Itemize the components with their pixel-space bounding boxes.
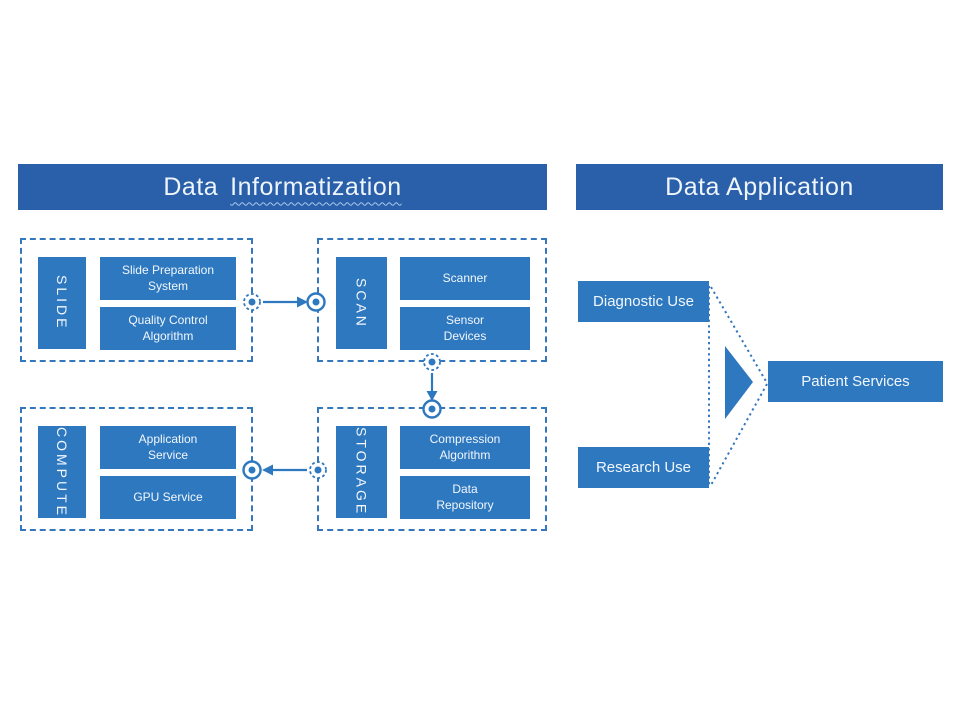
node-compression-algorithm: Compression Algorithm (400, 426, 530, 469)
arrow-down-icon (426, 391, 438, 401)
node-sensor-devices: Sensor Devices (400, 307, 530, 350)
group-slide: SLIDE Slide Preparation System Quality C… (20, 238, 253, 362)
group-scan-label: SCAN (336, 257, 387, 349)
arrow-right-icon (297, 296, 308, 308)
banner-data-informatization: Data Informatization (18, 164, 547, 210)
banner-data-application: Data Application (576, 164, 943, 210)
arrow-left-icon (262, 464, 273, 476)
node-slide-preparation-system: Slide Preparation System (100, 257, 236, 300)
group-scan: SCAN Scanner Sensor Devices (317, 238, 547, 362)
node-gpu-service: GPU Service (100, 476, 236, 519)
box-diagnostic-use: Diagnostic Use (578, 281, 709, 322)
connector-slide-to-scan (243, 292, 326, 312)
group-storage-label: STORAGE (336, 426, 387, 518)
flow-triangle-icon (725, 346, 753, 419)
group-storage: STORAGE Compression Algorithm Data Repos… (317, 407, 547, 531)
node-application-service: Application Service (100, 426, 236, 469)
banner-right-title: Data Application (665, 172, 854, 201)
dashed-merge-triangle (708, 286, 768, 486)
node-scanner: Scanner (400, 257, 530, 300)
box-research-use: Research Use (578, 447, 709, 488)
group-compute: COMPUTE Application Service GPU Service (20, 407, 253, 531)
box-patient-services: Patient Services (768, 361, 943, 402)
banner-left-word2: Informatization (230, 172, 402, 201)
node-data-repository: Data Repository (400, 476, 530, 519)
banner-left-word1: Data (163, 172, 219, 201)
group-slide-label: SLIDE (38, 257, 86, 349)
connector-storage-to-compute (242, 460, 327, 480)
group-compute-label: COMPUTE (38, 426, 86, 518)
node-quality-control-algorithm: Quality Control Algorithm (100, 307, 236, 350)
